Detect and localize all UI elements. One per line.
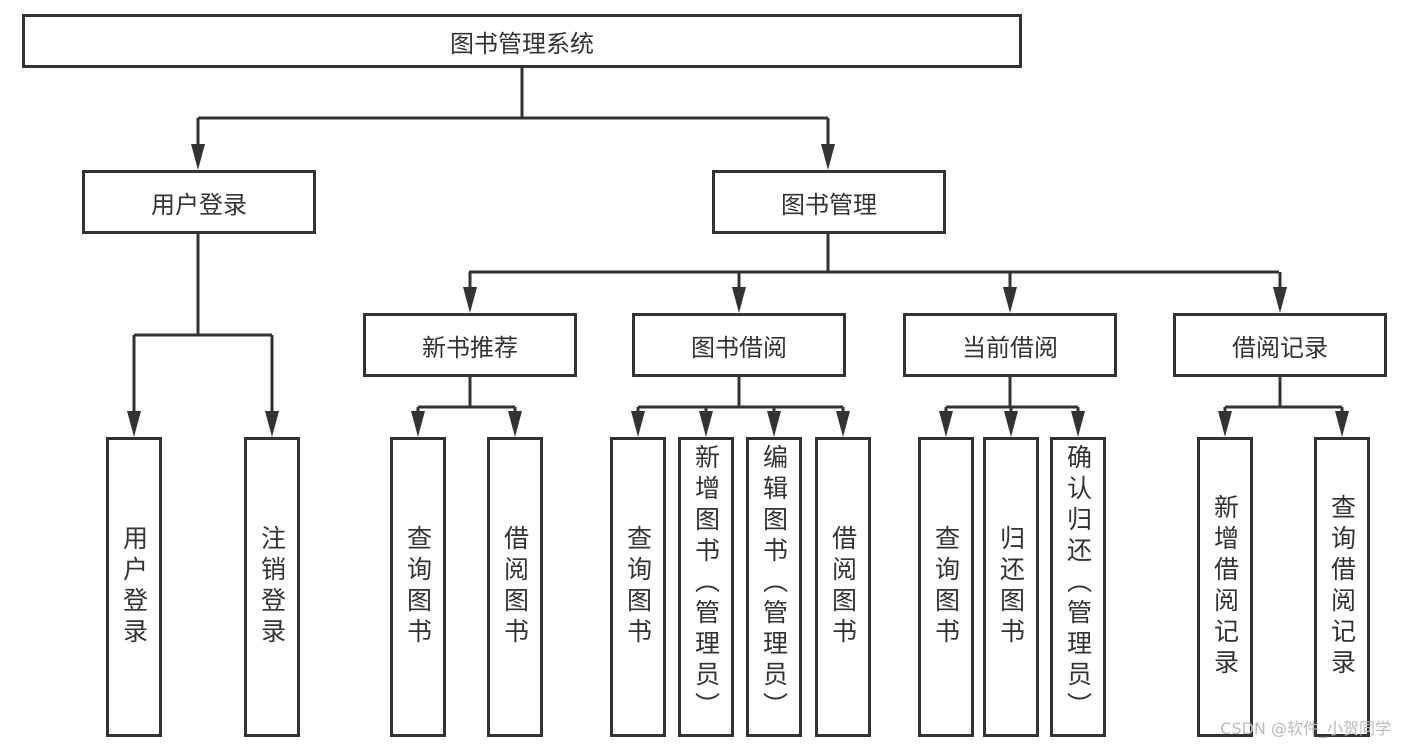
node-label: 借阅图书: [828, 525, 858, 649]
node-label: 查询借阅记录: [1327, 494, 1357, 680]
leaf-node: 归还图书: [983, 437, 1039, 737]
node-label: 注销登录: [257, 525, 287, 649]
arrow-head: [1071, 411, 1085, 437]
arrow-head: [939, 411, 953, 437]
leaf-node: 查询图书: [610, 437, 666, 737]
node-box: 新书推荐: [363, 313, 577, 377]
arrow-head: [191, 144, 205, 170]
node-label: 图书管理系统: [450, 29, 594, 58]
node-label: 图书管理: [781, 190, 877, 219]
node-label: 查询图书: [623, 525, 653, 649]
node-label: 图书借阅: [691, 333, 787, 362]
arrow-head: [508, 411, 522, 437]
leaf-node: 查询图书: [390, 437, 446, 737]
arrow-head: [767, 411, 781, 437]
arrow-head: [1218, 411, 1232, 437]
node-label: 用户登录: [151, 190, 247, 219]
node-box: 借阅记录: [1173, 313, 1387, 377]
arrow-head: [1273, 287, 1287, 313]
node-label: 新书推荐: [422, 333, 518, 362]
arrow-head: [821, 144, 835, 170]
node-label: 借阅记录: [1232, 333, 1328, 362]
arrow-head: [127, 411, 141, 437]
arrow-head: [699, 411, 713, 437]
arrow-head: [631, 411, 645, 437]
arrow-head: [1335, 411, 1349, 437]
leaf-node: 新增图书（管理员）: [678, 437, 734, 737]
node-label: 新增图书（管理员）: [691, 444, 721, 723]
node-label: 查询图书: [403, 525, 433, 649]
leaf-node: 新增借阅记录: [1197, 437, 1253, 737]
node-label: 借阅图书: [500, 525, 530, 649]
node-box: 当前借阅: [903, 313, 1117, 377]
node-label: 新增借阅记录: [1210, 494, 1240, 680]
leaf-node: 借阅图书: [815, 437, 871, 737]
leaf-node: 查询图书: [918, 437, 974, 737]
arrow-head: [411, 411, 425, 437]
node-box: 用户登录: [82, 170, 316, 234]
node-label: 编辑图书（管理员）: [759, 444, 789, 723]
arrow-head: [265, 411, 279, 437]
arrow-head: [1004, 411, 1018, 437]
node-label: 用户登录: [119, 525, 149, 649]
leaf-node: 用户登录: [106, 437, 162, 737]
node-label: 当前借阅: [962, 333, 1058, 362]
arrow-head: [1003, 287, 1017, 313]
node-label: 归还图书: [996, 525, 1026, 649]
leaf-node: 查询借阅记录: [1314, 437, 1370, 737]
leaf-node: 编辑图书（管理员）: [746, 437, 802, 737]
node-label: 查询图书: [931, 525, 961, 649]
node-label: 确认归还（管理员）: [1063, 444, 1093, 723]
arrow-head: [732, 287, 746, 313]
leaf-node: 注销登录: [244, 437, 300, 737]
leaf-node: 确认归还（管理员）: [1050, 437, 1106, 737]
node-box: 图书借阅: [632, 313, 846, 377]
watermark: CSDN @软件_小贺同学: [1220, 719, 1391, 738]
leaf-node: 借阅图书: [487, 437, 543, 737]
node-box: 图书管理: [712, 170, 946, 234]
node-box: 图书管理系统: [22, 14, 1022, 68]
arrow-head: [463, 287, 477, 313]
arrow-head: [836, 411, 850, 437]
